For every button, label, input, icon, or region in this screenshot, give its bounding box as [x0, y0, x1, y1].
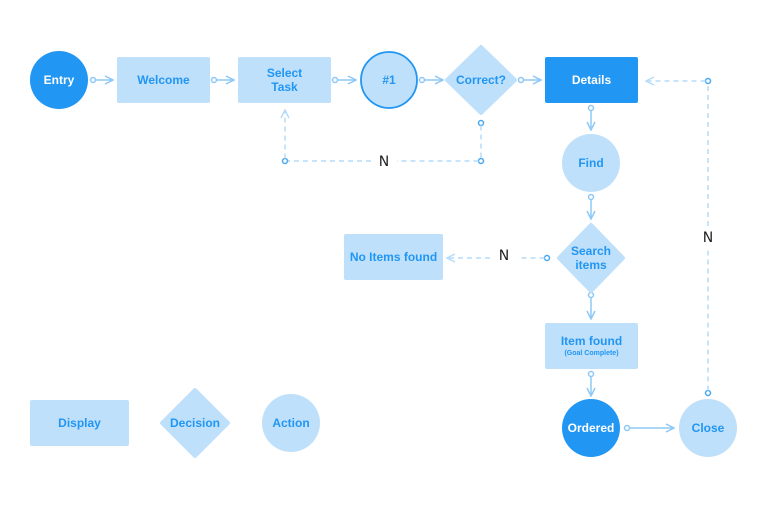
node-search-items-label-line2: items — [575, 258, 607, 272]
node-welcome-label: Welcome — [137, 73, 190, 87]
connector-search-no — [447, 256, 551, 261]
connector-correct-no-loop — [283, 110, 485, 165]
node-entry[interactable]: Entry — [30, 51, 88, 109]
connector-correct-details — [517, 78, 542, 83]
node-select-task-label-line2: Task — [271, 80, 298, 94]
node-step1[interactable]: #1 — [360, 51, 418, 109]
node-correct-label: Correct? — [456, 73, 506, 87]
node-correct[interactable]: Correct? — [445, 45, 517, 115]
legend: Display Decision Action — [30, 388, 320, 458]
connector-step1-correct — [418, 78, 444, 83]
node-details-label: Details — [572, 73, 612, 87]
node-search-items-label-line1: Search — [571, 244, 611, 258]
connector-select-task-step1 — [331, 78, 357, 83]
legend-action: Action — [262, 394, 320, 452]
node-no-items-found-label: No Items found — [350, 250, 437, 264]
node-welcome[interactable]: Welcome — [117, 57, 210, 103]
legend-display: Display — [30, 400, 129, 446]
connector-search-item-found — [589, 291, 594, 320]
legend-action-label: Action — [272, 416, 309, 430]
edge-label-close-no: N — [703, 230, 713, 246]
legend-decision: Decision — [160, 388, 230, 458]
connector-ordered-close — [623, 426, 675, 431]
node-no-items-found[interactable]: No Items found — [344, 234, 443, 280]
connector-welcome-select-task — [210, 78, 235, 83]
connector-details-find — [589, 104, 594, 131]
node-select-task[interactable]: Select Task — [238, 57, 331, 103]
node-close[interactable]: Close — [679, 399, 737, 457]
node-close-label: Close — [692, 421, 725, 435]
node-details[interactable]: Details — [545, 57, 638, 103]
node-find-label: Find — [578, 156, 603, 170]
node-item-found-label: Item found — [561, 334, 622, 348]
node-search-items[interactable]: Search items — [557, 223, 625, 293]
node-ordered[interactable]: Ordered — [562, 399, 620, 457]
connector-find-search — [589, 193, 594, 220]
node-select-task-label-line1: Select — [267, 66, 302, 80]
edge-label-correct-no: N — [379, 154, 389, 170]
node-entry-label: Entry — [44, 73, 75, 87]
edge-label-search-no: N — [499, 248, 509, 264]
legend-display-label: Display — [58, 416, 101, 430]
node-ordered-label: Ordered — [568, 421, 615, 435]
solid-connectors — [89, 78, 675, 431]
node-find[interactable]: Find — [562, 134, 620, 192]
node-goal-complete-label: (Goal Complete) — [564, 350, 618, 357]
connector-entry-welcome — [89, 78, 114, 83]
connector-item-found-ordered — [589, 370, 594, 397]
node-step1-label: #1 — [382, 73, 396, 87]
legend-decision-label: Decision — [170, 416, 220, 430]
connector-close-no — [646, 79, 712, 397]
dashed-connectors — [283, 79, 712, 397]
node-item-found[interactable]: Item found (Goal Complete) — [545, 323, 638, 369]
